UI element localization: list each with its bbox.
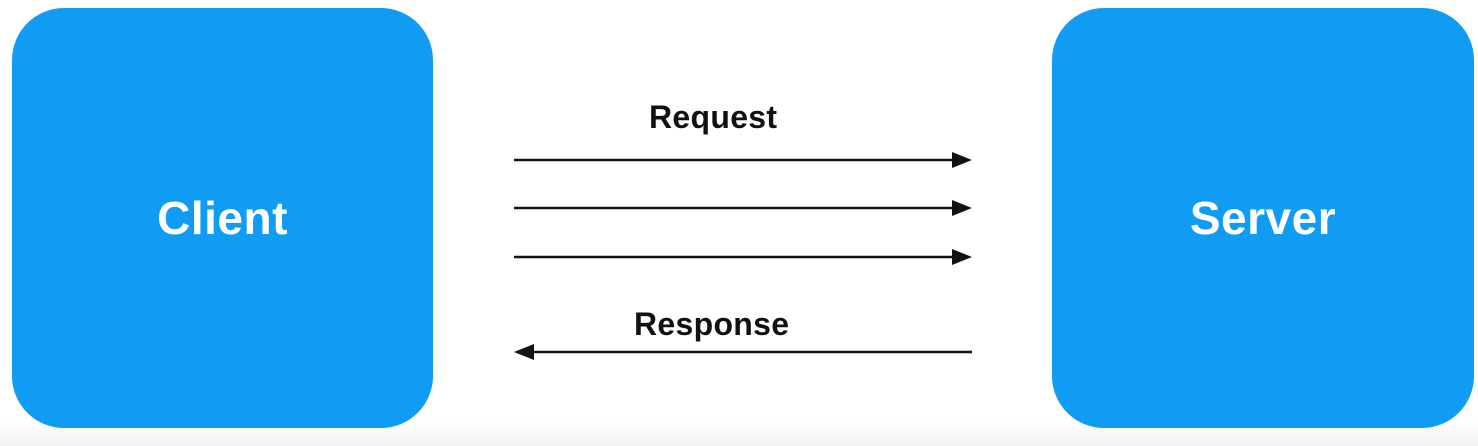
response-arrow [514,344,972,360]
server-box: Server [1052,8,1474,428]
request-arrow [514,249,972,265]
server-label: Server [1189,192,1337,244]
client-label: Client [157,192,288,244]
request-arrow [514,152,972,168]
request-arrow [514,200,972,216]
request-label: Request [649,99,778,135]
client-box: Client [12,8,433,428]
response-label: Response [634,306,790,342]
